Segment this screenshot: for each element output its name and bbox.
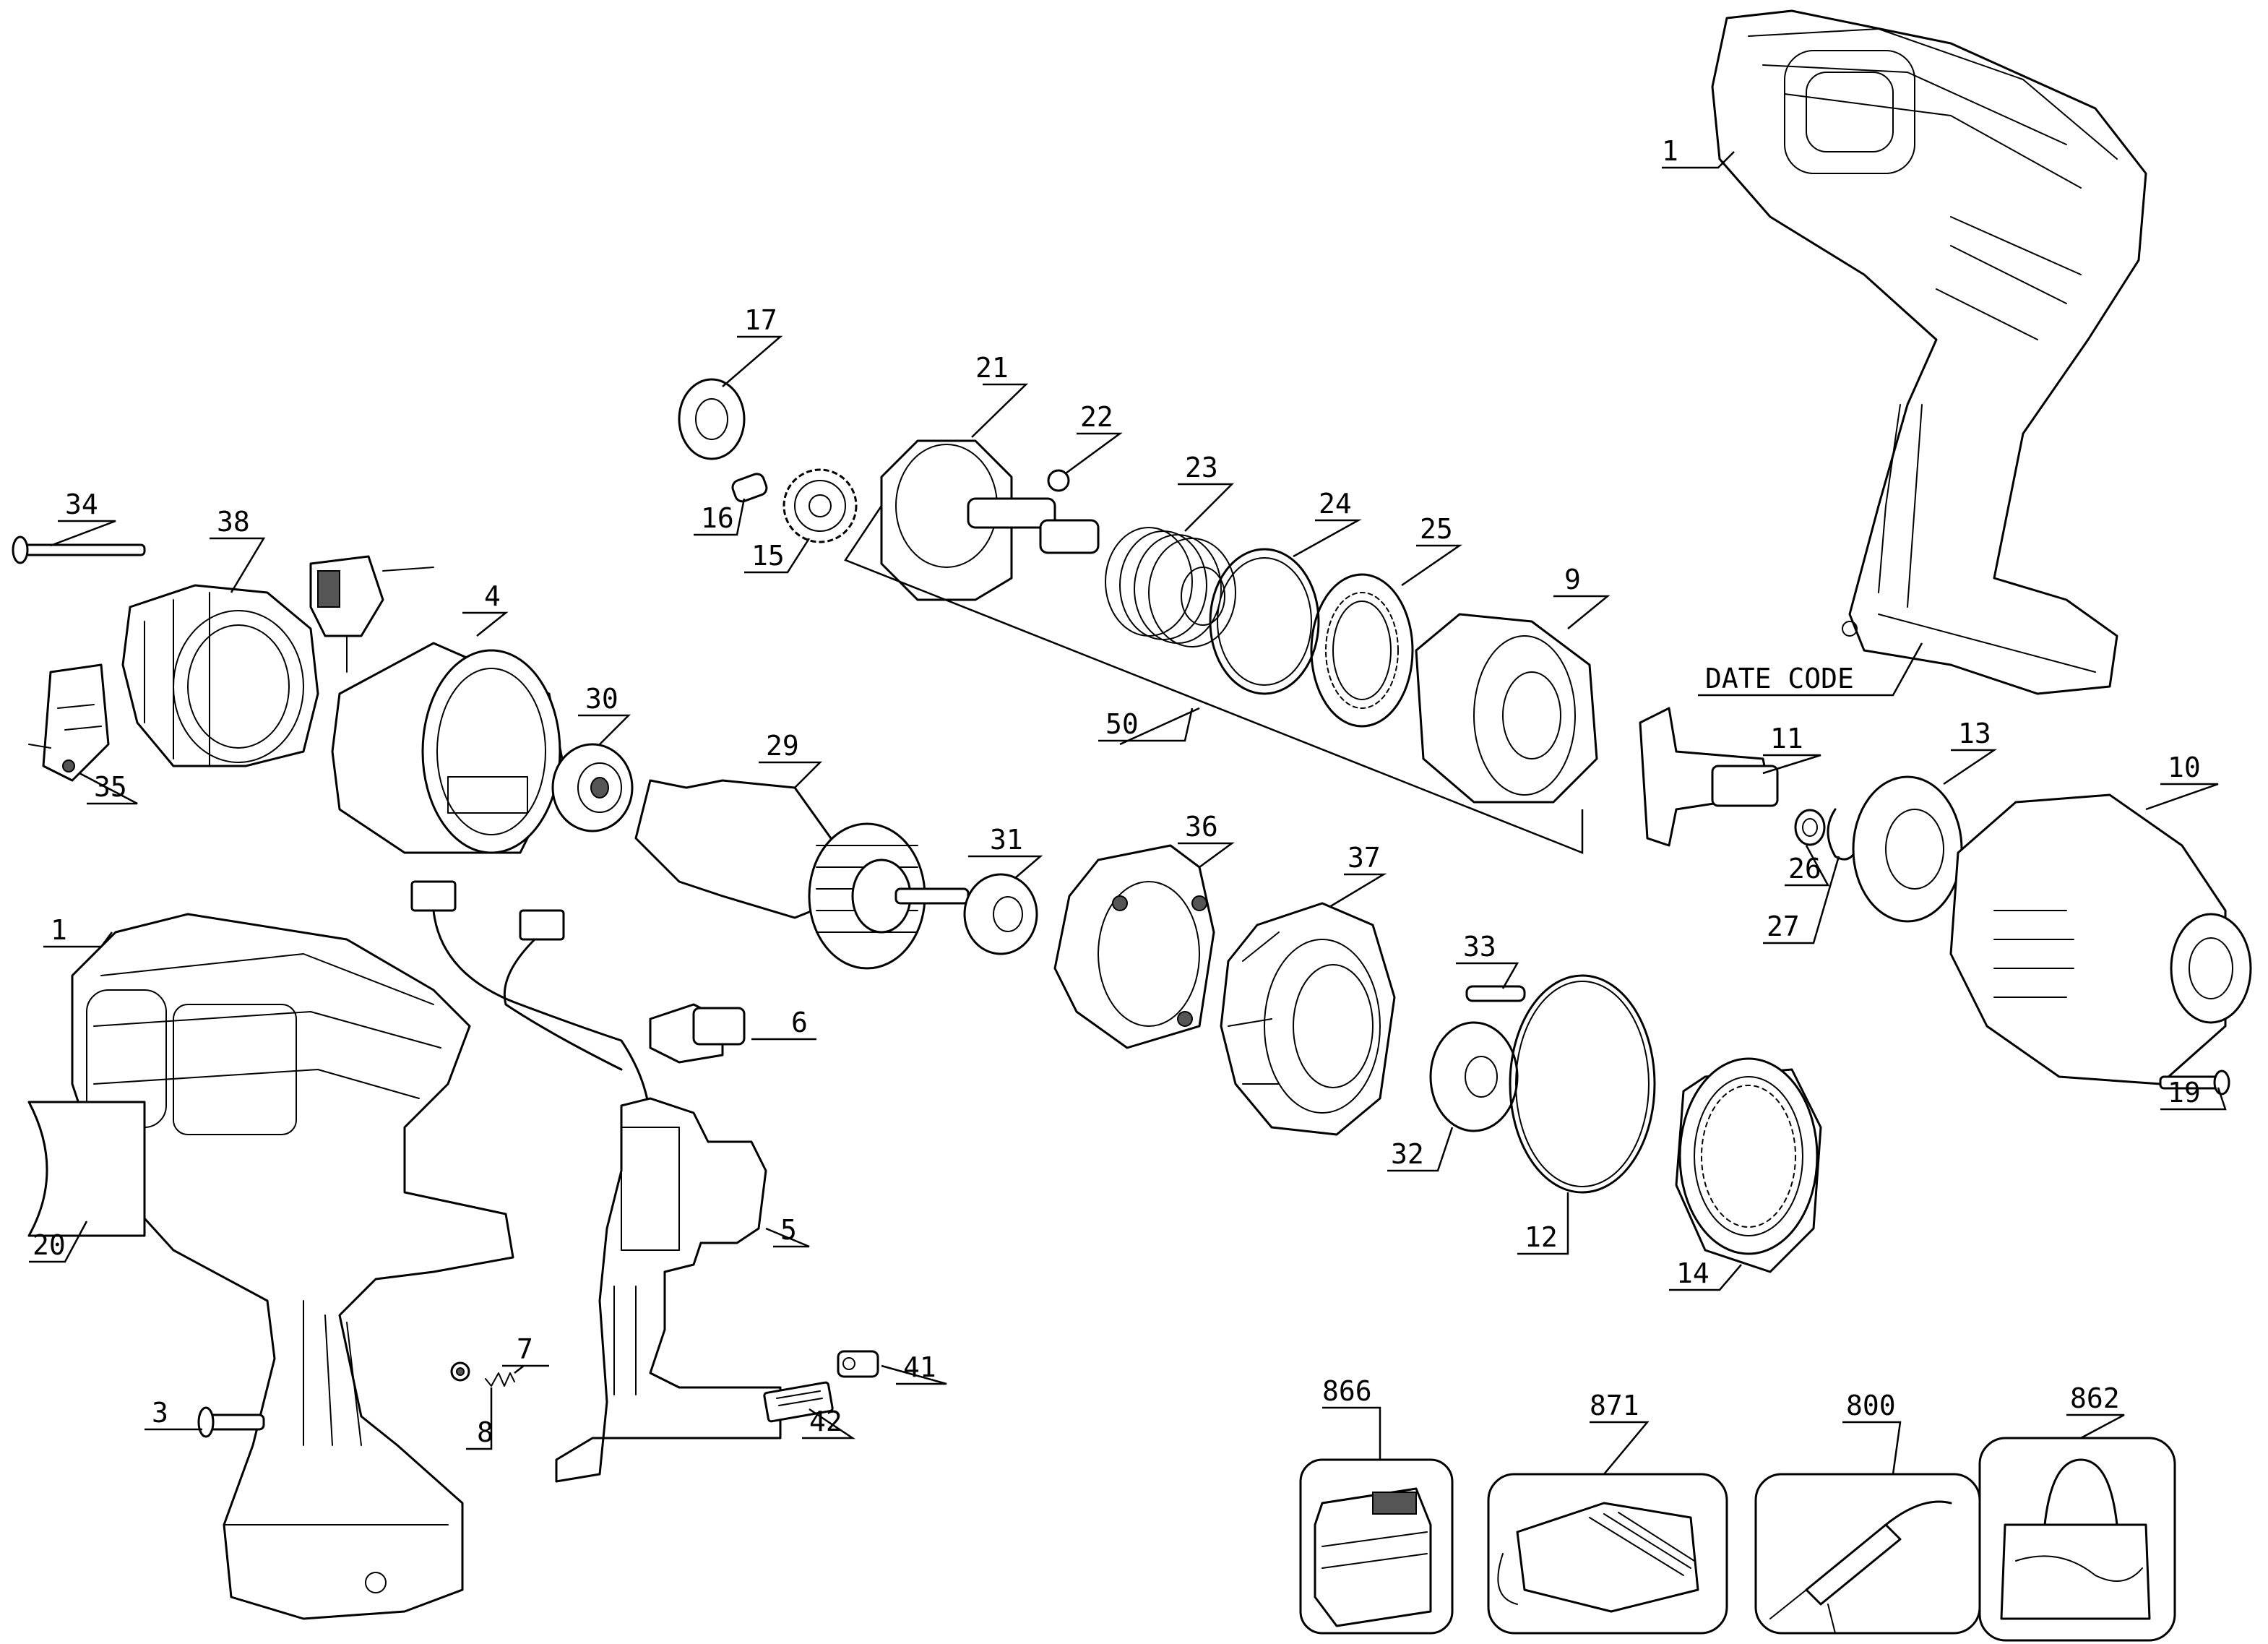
label-washer-large: 24 bbox=[1319, 488, 1352, 520]
label-armature: 29 bbox=[766, 730, 799, 762]
circuit-board-part bbox=[763, 1381, 834, 1423]
label-o-ring: 12 bbox=[1525, 1221, 1558, 1253]
label-switch: 5 bbox=[780, 1214, 797, 1246]
nameplate-part bbox=[27, 1101, 146, 1237]
hammer-part bbox=[1415, 613, 1598, 804]
label-screw: 3 bbox=[152, 1397, 168, 1429]
label-ball: 22 bbox=[1080, 401, 1113, 433]
carrier-part bbox=[880, 439, 1100, 601]
label-bearing-rear: 30 bbox=[585, 683, 618, 715]
gear-case-part bbox=[1220, 902, 1396, 1136]
label-thrust-bearing: 25 bbox=[1420, 513, 1453, 545]
label-washer-small: 17 bbox=[744, 304, 777, 336]
button-part bbox=[450, 1361, 470, 1382]
label-nameplate: 20 bbox=[33, 1229, 66, 1261]
label-anvil: 11 bbox=[1770, 723, 1803, 754]
label-housing-right: 1 bbox=[1662, 135, 1678, 167]
label-charger: 871 bbox=[1590, 1390, 1639, 1421]
label-retaining-ring: 27 bbox=[1767, 911, 1800, 942]
label-hammer: 9 bbox=[1564, 564, 1581, 595]
charger-box bbox=[1487, 1473, 1728, 1635]
battery-pack-box bbox=[1299, 1458, 1454, 1635]
anvil-part bbox=[1639, 707, 1779, 847]
housing-left-part bbox=[71, 913, 514, 1620]
label-brush-holder: 35 bbox=[94, 771, 127, 803]
label-drill-attachment: 800 bbox=[1846, 1390, 1896, 1421]
washer-anvil-part bbox=[1794, 809, 1826, 846]
spring-hammer-part bbox=[1105, 527, 1236, 647]
label-dowel-pin: 33 bbox=[1463, 931, 1496, 963]
label-spring-hammer: 23 bbox=[1185, 452, 1218, 483]
label-washer-anvil: 26 bbox=[1788, 853, 1821, 885]
planet-gear-part bbox=[782, 468, 858, 543]
pin-part bbox=[731, 473, 768, 503]
baffle-part bbox=[1053, 844, 1215, 1049]
screw-part bbox=[197, 1406, 265, 1438]
thrust-bearing-part bbox=[1310, 573, 1414, 728]
spring-part bbox=[485, 1372, 515, 1387]
housing-right-part bbox=[1711, 9, 2147, 695]
connector-part bbox=[649, 1003, 746, 1064]
wiring-part bbox=[410, 880, 652, 1129]
field-part bbox=[331, 642, 565, 854]
label-date-code: DATE CODE bbox=[1705, 663, 1854, 694]
label-circuit-board: 42 bbox=[809, 1406, 842, 1437]
ring-gear-part bbox=[1675, 1057, 1822, 1273]
label-mechanism-assembly: 50 bbox=[1105, 708, 1139, 740]
label-carrier: 21 bbox=[975, 352, 1009, 384]
o-ring-part bbox=[1509, 974, 1656, 1194]
label-bearing-gear: 32 bbox=[1391, 1138, 1424, 1170]
dowel-pin-part bbox=[1465, 985, 1526, 1002]
nose-screw-part bbox=[2159, 1070, 2230, 1096]
label-tool-bag: 862 bbox=[2070, 1382, 2120, 1414]
label-washer: 13 bbox=[1958, 718, 1991, 749]
mechanism-assembly-bracket bbox=[844, 505, 1584, 854]
label-ring-gear: 14 bbox=[1676, 1257, 1709, 1289]
label-nose-cover: 10 bbox=[2168, 752, 2201, 783]
label-field: 4 bbox=[484, 580, 501, 612]
leader-lines bbox=[29, 151, 2227, 1475]
long-screw-part bbox=[12, 535, 146, 564]
nose-cover-part bbox=[1949, 793, 2252, 1085]
light-lens-part bbox=[837, 1350, 879, 1378]
tool-bag-box bbox=[1978, 1437, 2176, 1642]
label-nose-screw: 19 bbox=[2168, 1077, 2201, 1109]
washer-large-part bbox=[1209, 548, 1320, 695]
bearing-rear-part bbox=[551, 743, 634, 832]
brush-holder-part bbox=[28, 555, 434, 782]
label-long-screw: 34 bbox=[65, 489, 98, 520]
ball-part bbox=[1047, 469, 1070, 492]
label-spring: 7 bbox=[517, 1333, 533, 1365]
label-end-cap: 38 bbox=[217, 506, 250, 538]
drill-attachment-box bbox=[1754, 1473, 1981, 1635]
label-light-lens: 41 bbox=[903, 1351, 936, 1383]
label-connector: 6 bbox=[791, 1007, 808, 1038]
bearing-front-part bbox=[963, 873, 1038, 955]
label-baffle: 36 bbox=[1185, 811, 1218, 843]
label-button: 8 bbox=[477, 1416, 493, 1448]
armature-part bbox=[634, 779, 970, 970]
washer-small-part bbox=[678, 378, 746, 460]
label-housing-left: 1 bbox=[51, 914, 67, 946]
label-pin: 16 bbox=[701, 502, 734, 534]
switch-part bbox=[555, 1097, 782, 1483]
end-cap-part bbox=[121, 584, 319, 767]
label-planet-gear: 15 bbox=[751, 540, 785, 572]
bearing-gear-part bbox=[1429, 1021, 1519, 1132]
label-bearing-front: 31 bbox=[990, 824, 1023, 856]
label-gear-case: 37 bbox=[1348, 842, 1381, 874]
washer-part bbox=[1852, 775, 1963, 923]
label-battery-pack: 866 bbox=[1322, 1375, 1372, 1407]
